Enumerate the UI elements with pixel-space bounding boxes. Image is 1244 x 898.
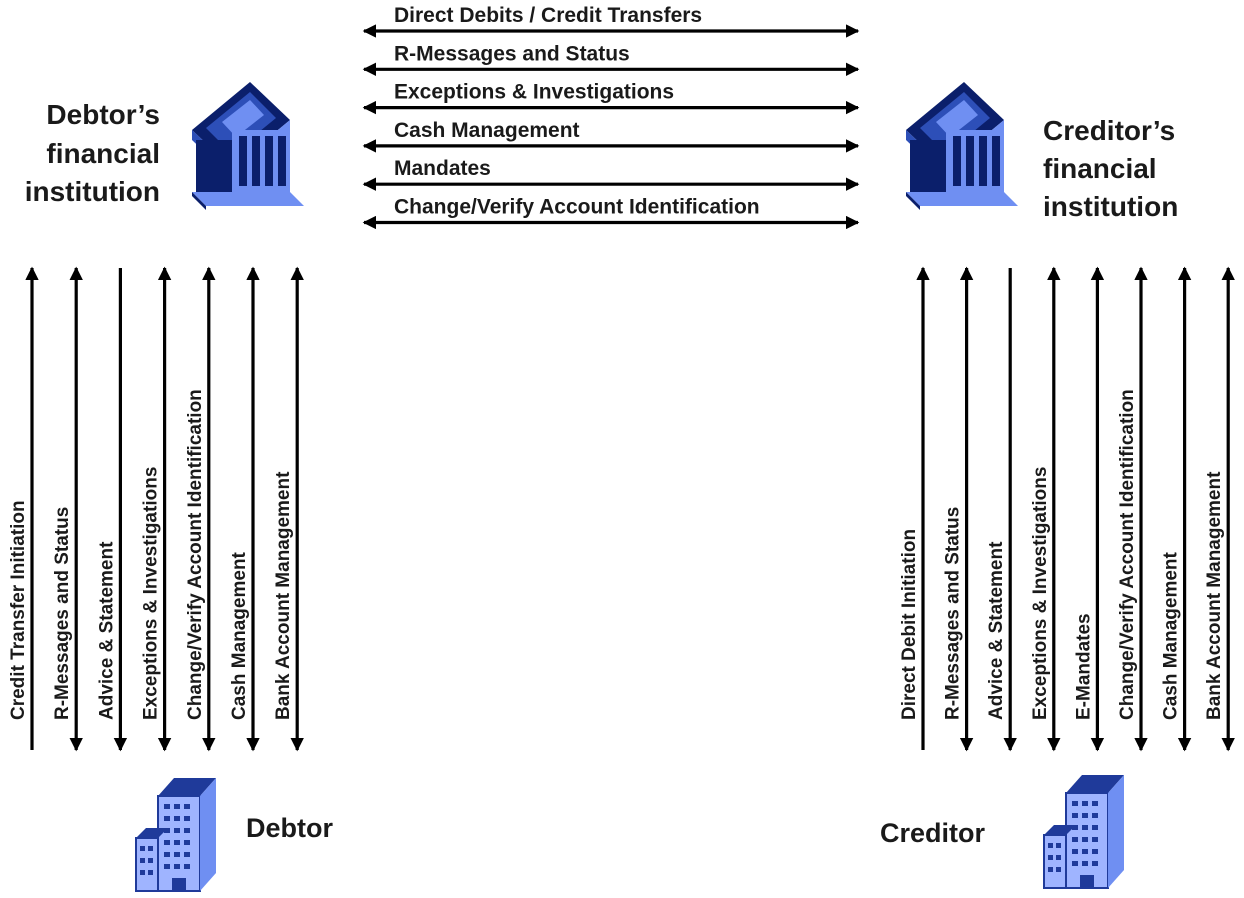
creditor-message-label: Change/Verify Account Identification — [1117, 389, 1138, 720]
creditor-message-exceptions-investigations: Exceptions & Investigations — [1030, 266, 1061, 752]
creditor-message-label: Direct Debit Initiation — [899, 529, 920, 720]
interbank-message-change-verify-account-identification: Change/Verify Account Identification — [362, 196, 860, 230]
debtor-message-list: Credit Transfer Initiation R-Messages and… — [8, 266, 304, 752]
debtor-message-label: Credit Transfer Initiation — [8, 500, 29, 720]
creditor-bank-label: Creditor’s financial institution — [1043, 115, 1178, 222]
creditor-message-label: E-Mandates — [1073, 613, 1094, 720]
debtor-message-label: Advice & Statement — [96, 541, 117, 720]
debtor-message-label: Cash Management — [229, 551, 250, 720]
interbank-message-exceptions-investigations: Exceptions & Investigations — [362, 81, 860, 115]
creditor-message-e-mandates: E-Mandates — [1073, 266, 1105, 752]
creditor-message-label: R-Messages and Status — [943, 507, 964, 720]
creditor-message-bank-account-management: Bank Account Management — [1204, 266, 1235, 752]
creditor-bank-label-line-1: Creditor’s — [1043, 115, 1175, 146]
debtor-message-label: Change/Verify Account Identification — [185, 389, 206, 720]
interbank-message-label: Direct Debits / Credit Transfers — [394, 4, 702, 27]
interbank-message-label: Exceptions & Investigations — [394, 81, 674, 104]
debtor-message-label: R-Messages and Status — [52, 507, 73, 720]
interbank-message-list: Direct Debits / Credit TransfersR-Messag… — [362, 4, 860, 230]
office-building-icon — [135, 778, 216, 892]
debtor-bank-label-line-1: Debtor’s — [46, 99, 160, 130]
creditor-message-label: Bank Account Management — [1204, 471, 1225, 720]
debtor-message-change-verify-account-identification: Change/Verify Account Identification — [185, 266, 216, 752]
creditor-bank-label-line-3: institution — [1043, 191, 1178, 222]
creditor-message-label: Advice & Statement — [986, 541, 1007, 720]
debtor-label: Debtor — [246, 813, 333, 843]
debtor-message-exceptions-investigations: Exceptions & Investigations — [141, 266, 172, 752]
creditor-message-label: Cash Management — [1161, 551, 1182, 720]
debtor-bank-label-line-2: financial — [46, 138, 160, 169]
creditor-bank-label-line-2: financial — [1043, 153, 1157, 184]
interbank-message-mandates: Mandates — [362, 157, 860, 191]
creditor-message-r-messages-and-status: R-Messages and Status — [943, 266, 974, 752]
office-building-icon — [1043, 775, 1124, 889]
interbank-message-label: Mandates — [394, 157, 491, 180]
creditor-label: Creditor — [880, 818, 986, 848]
creditor-message-cash-management: Cash Management — [1161, 266, 1192, 752]
interbank-message-direct-debits-credit-transfers: Direct Debits / Credit Transfers — [362, 4, 860, 38]
bank-building-icon — [906, 82, 1018, 210]
debtor-bank-label: Debtor’s financial institution — [25, 99, 160, 207]
debtor-message-label: Bank Account Management — [273, 471, 294, 720]
debtor-bank-label-line-3: institution — [25, 176, 160, 207]
creditor-message-label: Exceptions & Investigations — [1030, 467, 1051, 720]
creditor-message-direct-debit-initiation: Direct Debit Initiation — [899, 266, 930, 750]
interbank-message-cash-management: Cash Management — [362, 119, 860, 153]
creditor-message-list: Direct Debit Initiation R-Messages and St… — [899, 266, 1235, 752]
debtor-message-credit-transfer-initiation: Credit Transfer Initiation — [8, 266, 39, 750]
bank-building-icon — [192, 82, 304, 210]
interbank-message-label: Cash Management — [394, 119, 580, 142]
interbank-message-label: Change/Verify Account Identification — [394, 196, 760, 219]
debtor-message-label: Exceptions & Investigations — [141, 467, 162, 720]
debtor-message-cash-management: Cash Management — [229, 266, 260, 752]
debtor-message-advice-statement: Advice & Statement — [96, 268, 128, 752]
creditor-message-advice-statement: Advice & Statement — [986, 268, 1017, 752]
interbank-message-label: R-Messages and Status — [394, 42, 630, 65]
interbank-message-r-messages-and-status: R-Messages and Status — [362, 42, 860, 77]
creditor-message-change-verify-account-identification: Change/Verify Account Identification — [1117, 266, 1148, 752]
debtor-message-r-messages-and-status: R-Messages and Status — [52, 266, 83, 752]
debtor-message-bank-account-management: Bank Account Management — [273, 266, 304, 752]
